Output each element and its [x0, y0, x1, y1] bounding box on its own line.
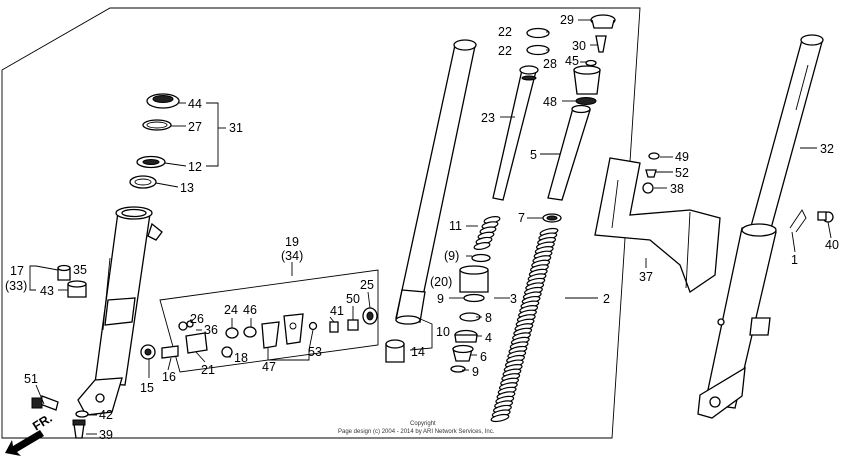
label-18: 18 [234, 351, 248, 365]
label-25: 25 [360, 278, 374, 292]
label-28: 28 [543, 57, 557, 71]
label-31: 31 [229, 121, 243, 135]
label-33: (33) [5, 279, 27, 293]
label-50: 50 [346, 292, 360, 306]
leader-lines [29, 19, 832, 435]
label-36: 36 [204, 323, 218, 337]
label-19: 19 [285, 235, 299, 249]
label-23: 23 [481, 111, 495, 125]
small-spring [473, 216, 501, 250]
label-43: 43 [40, 284, 54, 298]
copyright-line-1: Copyright [410, 421, 436, 427]
label-35: 35 [73, 263, 87, 277]
label-22b: 22 [498, 44, 512, 58]
left-fork-tube [395, 39, 477, 325]
label-44: 44 [188, 97, 202, 111]
label-48: 48 [543, 95, 557, 109]
label-7: 7 [518, 211, 525, 225]
label-30: 30 [572, 39, 586, 53]
rebound-spring [490, 227, 559, 423]
label-1: 1 [791, 253, 798, 267]
label-26: 26 [190, 312, 204, 326]
label-3: 3 [510, 292, 517, 306]
label-34: (34) [281, 249, 303, 263]
label-4: 4 [485, 331, 492, 345]
label-9a: 9 [437, 292, 444, 306]
small-seals-stack [526, 14, 616, 223]
label-45: 45 [565, 54, 579, 68]
label-9b: (9) [444, 249, 459, 263]
direction-label: FR. [30, 411, 54, 434]
spacer-collar [547, 104, 591, 201]
valve-parts-stack [385, 253, 491, 373]
label-24: 24 [224, 303, 238, 317]
label-32: 32 [820, 142, 834, 156]
front-direction-arrow: FR. [5, 411, 55, 456]
label-9c: 9 [472, 365, 479, 379]
label-47: 47 [262, 360, 276, 374]
damper-kit-parts [140, 307, 378, 360]
label-51: 51 [24, 372, 38, 386]
label-6: 6 [480, 350, 487, 364]
fork-bridge-bracket [594, 157, 721, 294]
right-small-parts [642, 152, 834, 233]
label-52: 52 [675, 166, 689, 180]
damper-rod [492, 65, 539, 201]
bottom-bolts [31, 395, 89, 439]
label-53: 53 [308, 345, 322, 359]
label-11: 11 [449, 219, 462, 233]
label-12: 12 [188, 160, 202, 174]
label-13: 13 [180, 181, 194, 195]
label-27: 27 [188, 120, 202, 134]
left-small-parts [57, 264, 87, 298]
label-29: 29 [560, 13, 574, 27]
label-14: 14 [411, 345, 425, 359]
label-39: 39 [99, 428, 113, 442]
label-2: 2 [603, 292, 610, 306]
oil-seal-stack [129, 93, 180, 189]
part-labels: 44 27 31 12 13 17 (33) 35 43 51 42 39 19… [5, 13, 839, 442]
label-10: 10 [436, 325, 450, 339]
label-5: 5 [530, 148, 537, 162]
left-fork-slider [77, 206, 163, 416]
label-42: 42 [99, 408, 113, 422]
label-49: 49 [675, 150, 689, 164]
label-17: 17 [10, 264, 24, 278]
label-37: 37 [639, 270, 653, 284]
right-fork-assembly [697, 34, 824, 419]
copyright-line-2: Page design (c) 2004 - 2014 by ARI Netwo… [338, 429, 495, 435]
label-16: 16 [162, 370, 176, 384]
label-15: 15 [140, 381, 154, 395]
label-20: (20) [430, 275, 452, 289]
label-8: 8 [485, 311, 492, 325]
label-41: 41 [330, 304, 344, 318]
label-21: 21 [201, 363, 215, 377]
label-40: 40 [825, 238, 839, 252]
label-38: 38 [670, 182, 684, 196]
label-46: 46 [243, 303, 257, 317]
label-22a: 22 [498, 25, 512, 39]
